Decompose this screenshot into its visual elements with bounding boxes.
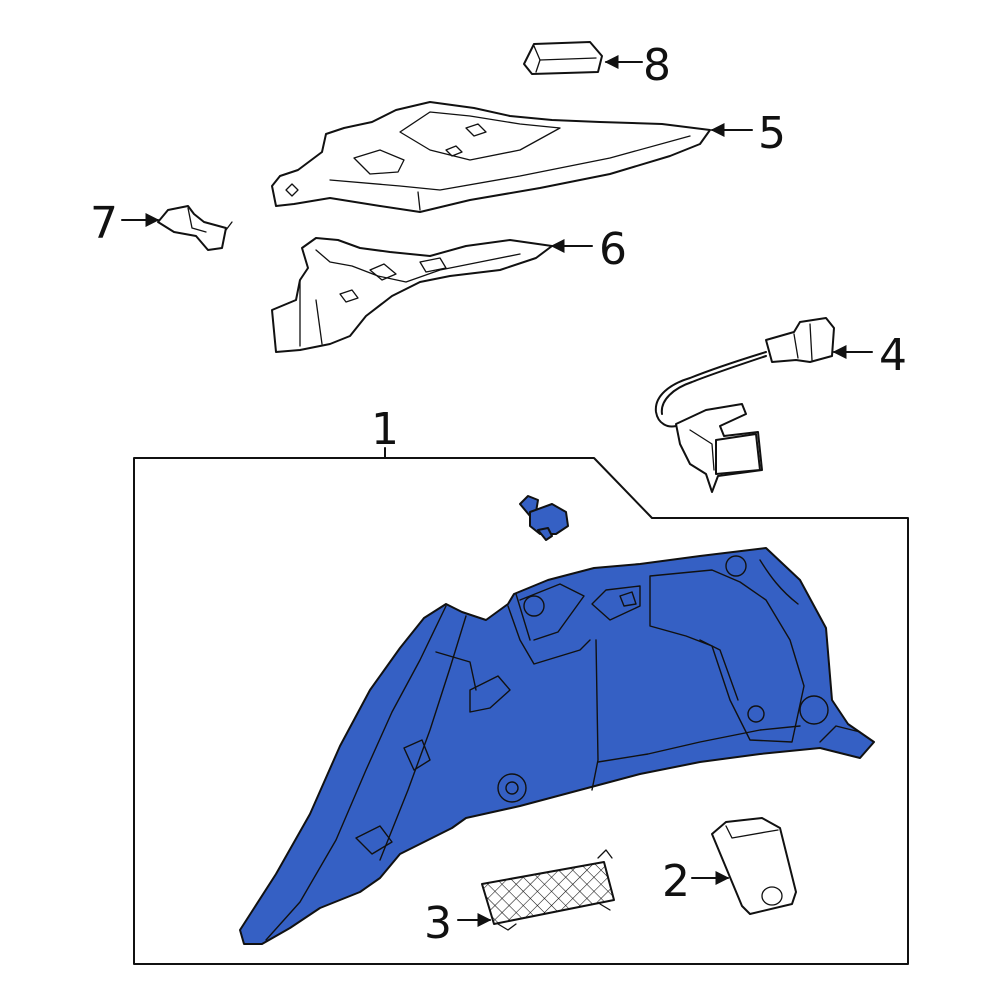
callout-4: 4 — [879, 330, 907, 381]
part-4-harness-connector — [654, 317, 835, 493]
part-8-lamp — [523, 41, 603, 75]
callout-leaders — [121, 55, 873, 927]
callout-labels: 1 2 3 4 5 6 7 8 — [90, 40, 907, 949]
callout-5: 5 — [758, 108, 786, 159]
callout-2: 2 — [662, 856, 690, 907]
part-3-cargo-net — [481, 849, 615, 931]
part-1-push-clip — [519, 495, 569, 541]
part-5-upper-trim-panel — [271, 101, 711, 213]
part-6-bracket — [271, 237, 553, 353]
part-7-clip — [157, 205, 233, 251]
part-2-cover — [711, 817, 797, 915]
part-1-quarter-trim-panel — [239, 547, 875, 945]
part-1-frame — [133, 447, 909, 965]
callout-8: 8 — [643, 40, 671, 91]
callout-7: 7 — [90, 198, 118, 249]
callout-1: 1 — [371, 404, 399, 455]
callout-3: 3 — [424, 898, 452, 949]
callout-6: 6 — [599, 224, 627, 275]
